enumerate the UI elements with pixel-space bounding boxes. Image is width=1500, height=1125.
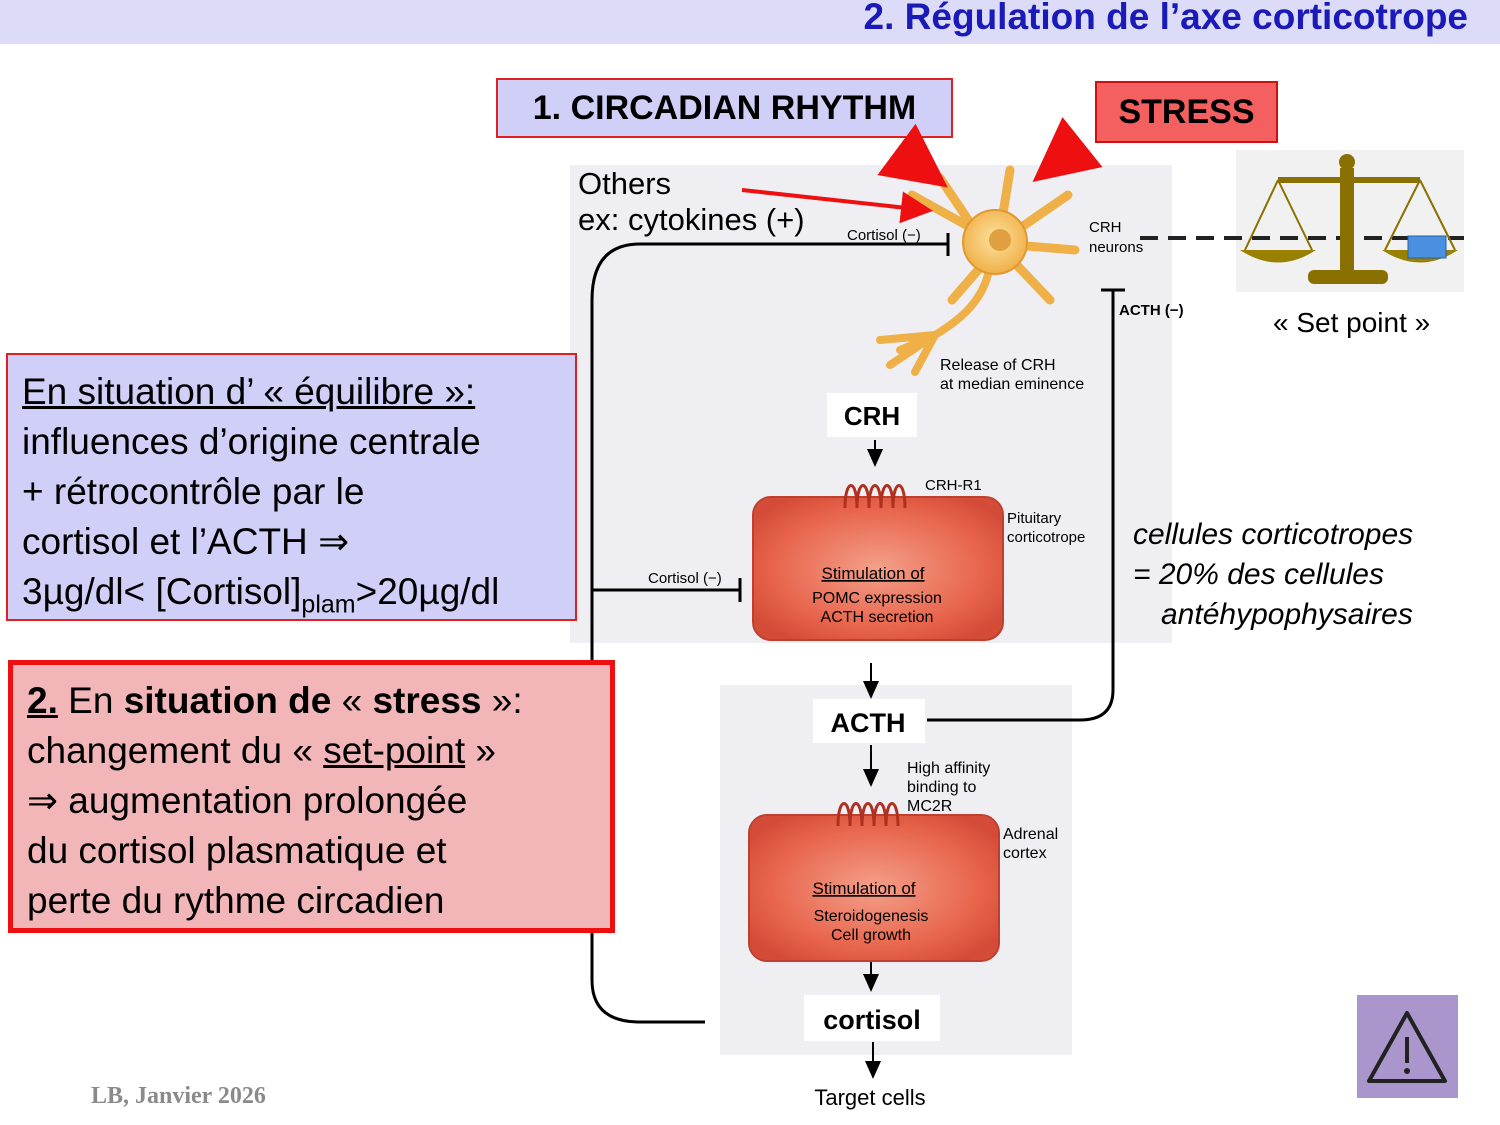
- equilibrium-line-4-text: cortisol et l’ACTH: [22, 521, 308, 562]
- crh-neurons-label-1: CRH: [1089, 219, 1122, 236]
- adr-steroidogenesis-label: Steroidogenesis: [814, 908, 929, 925]
- others-line-1: Others: [578, 166, 672, 201]
- binding-label-1: High affinity: [907, 760, 990, 777]
- pituitary-cell: [752, 484, 1004, 641]
- crh-neuron: [876, 165, 1080, 376]
- cortisol-range-post: >20µg/dl: [355, 571, 500, 612]
- stress-heading-end: »:: [481, 680, 523, 721]
- set-point-label: « Set point »: [1273, 307, 1431, 338]
- warning-triangle-glyph: [1367, 1011, 1447, 1083]
- stress-arrow: [1032, 117, 1103, 182]
- stress-situation-box: 2. En situation de « stress »: changemen…: [8, 660, 615, 933]
- stress-heading-bold-1: situation de: [123, 680, 332, 721]
- acth-feedback-label: ACTH (−): [1119, 302, 1184, 319]
- stress-heading: 2. En situation de « stress »:: [27, 676, 596, 726]
- others-line-2: ex: cytokines (+): [578, 202, 805, 237]
- equilibrium-box: En situation d’ « équilibre »: influence…: [6, 353, 577, 621]
- equilibrium-line-5: 3µg/dl< [Cortisol]plam>20µg/dl: [22, 567, 561, 629]
- acth-feedback-loop: [927, 290, 1115, 722]
- cortisol-range-pre: 3µg/dl< [Cortisol]: [22, 571, 302, 612]
- stress-heading-bold-2: stress: [372, 680, 482, 721]
- implies-symbol: ⇒: [318, 521, 350, 562]
- circadian-arrow: [877, 123, 948, 188]
- mc2r-receptor-icon: [836, 802, 900, 827]
- equilibrium-line-2: influences d’origine centrale: [22, 421, 481, 462]
- stress-box: STRESS: [1095, 81, 1278, 143]
- pit-stimulation-label: Stimulation of: [822, 564, 925, 583]
- cells-note-line-1: cellules corticotropes: [1133, 518, 1414, 551]
- balance-scale-icon: [1240, 154, 1458, 284]
- adrenal-label-2: cortex: [1003, 845, 1047, 862]
- others-label: Others ex: cytokines (+): [578, 166, 805, 238]
- set-point-term: set-point: [323, 730, 466, 771]
- footer-author-date: LB, Janvier 2026: [91, 1083, 266, 1109]
- equilibrium-line-4: cortisol et l’ACTH ⇒: [22, 517, 561, 567]
- stress-heading-en: En: [57, 680, 124, 721]
- others-arrow: [741, 188, 933, 224]
- release-label-1: Release of CRH: [940, 357, 1056, 374]
- stress-line-3: ⇒ augmentation prolongée: [27, 780, 468, 821]
- binding-label-3: MC2R: [907, 798, 952, 815]
- crh-label: CRH: [844, 401, 900, 431]
- stress-line-2: changement du « set-point »: [27, 726, 596, 776]
- cortisol-label: cortisol: [823, 1005, 921, 1035]
- acth-label: ACTH: [831, 708, 906, 738]
- cortisol-feedback-mid-label: Cortisol (−): [648, 570, 722, 587]
- stress-heading-number: 2.: [27, 680, 58, 721]
- binding-label-2: binding to: [907, 779, 976, 796]
- crh-r1-receptor-icon: [843, 484, 907, 509]
- stress-line-4: du cortisol plasmatique et: [27, 830, 447, 871]
- title-bar: [0, 0, 1500, 44]
- adr-stimulation-label: Stimulation of: [813, 879, 916, 898]
- cortisol-feedback-loop: [590, 242, 948, 1024]
- equilibrium-line-3: + rétrocontrôle par le: [22, 471, 365, 512]
- crh-neurons-label-2: neurons: [1089, 239, 1143, 256]
- warning-triangle-icon[interactable]: [1357, 995, 1458, 1098]
- pit-pomc-label: POMC expression: [812, 590, 942, 607]
- slide-title: 2. Régulation de l’axe corticotrope: [863, 0, 1468, 37]
- equilibrium-heading: En situation d’ « équilibre »:: [22, 371, 476, 412]
- circadian-rhythm-box: 1. CIRCADIAN RHYTHM: [496, 78, 953, 138]
- corticotrope-cells-note: cellules corticotropes = 20% des cellule…: [1133, 515, 1413, 635]
- pituitary-label-2: corticotrope: [1007, 529, 1085, 546]
- crh-r1-label: CRH-R1: [925, 477, 982, 494]
- pit-acth-secretion-label: ACTH secretion: [821, 609, 934, 626]
- cells-note-line-2: = 20% des cellules: [1133, 558, 1384, 591]
- stress-line-5: perte du rythme circadien: [27, 880, 445, 921]
- target-cells-label: Target cells: [814, 1085, 925, 1110]
- stress-heading-mid: «: [331, 680, 373, 721]
- pituitary-label-1: Pituitary: [1007, 510, 1062, 527]
- stress-line-2-post: »: [465, 730, 496, 771]
- adrenal-cell: [748, 802, 1000, 962]
- adrenal-label-1: Adrenal: [1003, 826, 1058, 843]
- cortisol-feedback-label: Cortisol (−): [847, 227, 921, 244]
- release-label-2: at median eminence: [940, 376, 1084, 393]
- adr-growth-label: Cell growth: [831, 927, 911, 944]
- cells-note-line-3: antéhypophysaires: [1161, 598, 1413, 631]
- stress-line-2-pre: changement du «: [27, 730, 324, 771]
- cortisol-range-sub: plam: [301, 590, 356, 619]
